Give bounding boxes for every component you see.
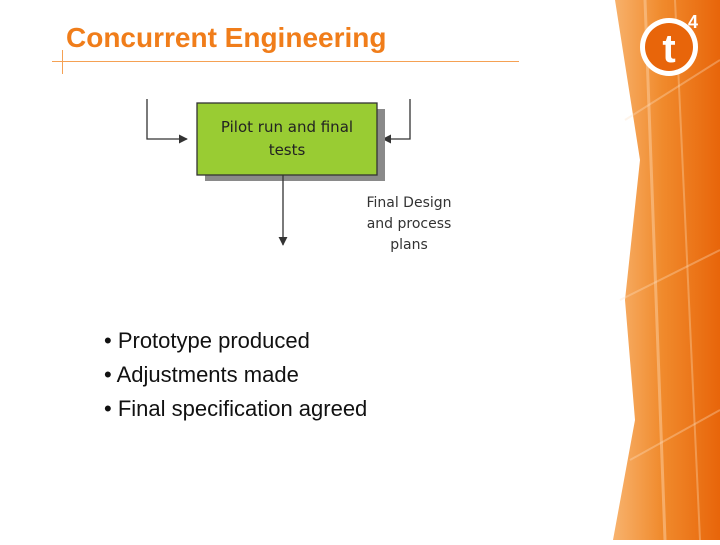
right-input-arrow [382,99,411,144]
pilot-run-box [196,102,378,176]
bullet-item: • Prototype produced [104,328,310,353]
output-label-line1: Final Design [366,195,451,211]
box-label-line1: Pilot run and final [221,118,353,136]
process-diagram: Pilot run and final tests Final Design a… [137,99,480,255]
logo-superscript: 4 [688,12,698,32]
title-underline [52,61,519,62]
orange-side-band [605,0,720,541]
output-label-line3: plans [390,237,428,253]
t4-logo: t 4 [636,6,712,82]
orange-band-graphic [605,0,720,541]
bullet-list: • Prototype produced • Adjustments made … [104,326,367,428]
bullet-item: • Adjustments made [104,362,299,387]
output-label-line2: and process [367,216,452,232]
left-input-arrow [146,99,188,144]
slide-title: Concurrent Engineering [66,22,387,53]
box-label-line2: tests [269,141,306,159]
bullet-item: • Final specification agreed [104,396,368,421]
logo-letter: t [662,27,675,71]
title-tick-mark [62,50,63,74]
